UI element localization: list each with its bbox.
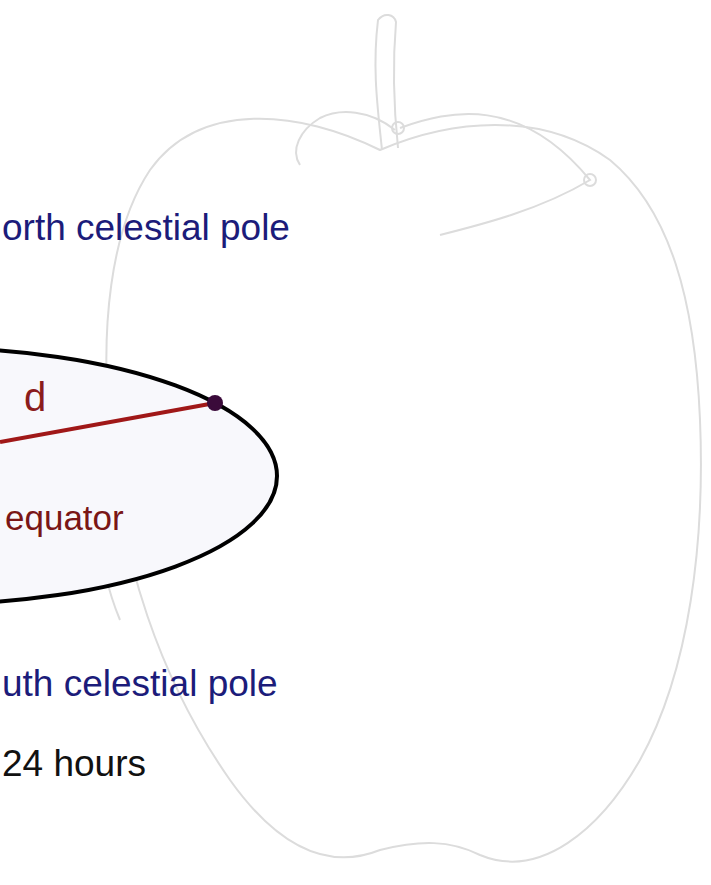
pole-label: uth celestial pole <box>2 664 278 705</box>
equator-ellipse: d equator <box>0 345 280 607</box>
ellipse-shape <box>0 348 277 604</box>
pole-label: orth celestial pole <box>2 208 290 249</box>
distance-label: d <box>24 375 46 419</box>
period-label: 24 hours <box>2 744 146 785</box>
equator-label: equator <box>5 499 124 538</box>
star-dot <box>207 395 223 411</box>
